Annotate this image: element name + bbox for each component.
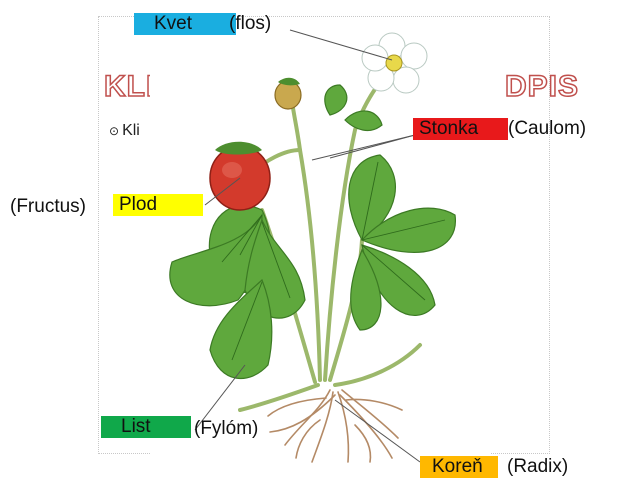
label-list: List bbox=[101, 416, 191, 438]
label-stonka-text: Stonka bbox=[419, 118, 478, 139]
latin-fructus: (Fructus) bbox=[10, 196, 86, 218]
label-koren: Koreň bbox=[420, 456, 498, 478]
label-kvet: Kvet bbox=[134, 13, 236, 35]
label-kvet-text: Kvet bbox=[140, 13, 192, 34]
strawberry-fruit-small bbox=[275, 78, 301, 109]
label-plod-text: Plod bbox=[119, 194, 157, 215]
label-plod: Plod bbox=[113, 194, 203, 216]
latin-fylom: (Fylóm) bbox=[194, 418, 258, 440]
latin-flos: (flos) bbox=[229, 13, 271, 35]
latin-caulom: (Caulom) bbox=[508, 118, 586, 140]
label-list-text: List bbox=[107, 416, 151, 437]
label-koren-text: Koreň bbox=[426, 456, 483, 477]
latin-radix: (Radix) bbox=[507, 456, 568, 478]
label-stonka: Stonka bbox=[413, 118, 508, 140]
